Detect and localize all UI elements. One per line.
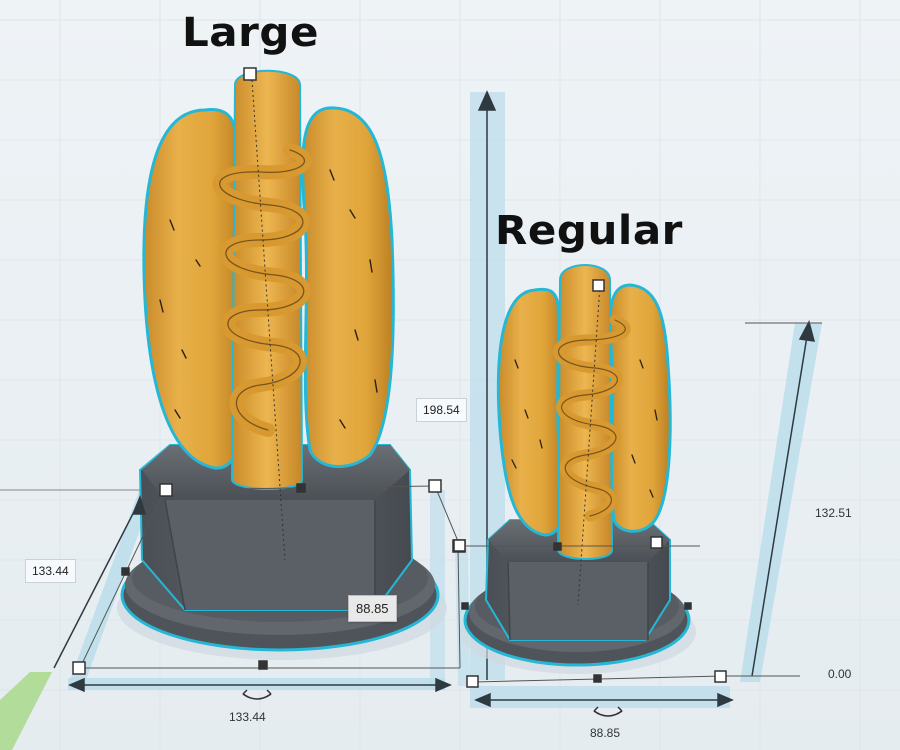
large-handle-top[interactable] [243,67,257,81]
regular-handle-corner-front-right[interactable] [714,670,727,683]
large-bun-texture [159,169,378,429]
large-depth-label[interactable]: 133.44 [25,559,76,583]
regular-handle-corner-back-right[interactable] [650,536,663,549]
large-handle-corner-front-left[interactable] [72,661,86,675]
large-bun-right [301,106,395,468]
regular-height-label[interactable]: 132.51 [815,506,852,520]
regular-dimension-lines [466,319,822,708]
large-height-label[interactable]: 198.54 [416,398,467,422]
large-handle-corner-back-left[interactable] [159,483,173,497]
regular-resize-handles[interactable] [453,279,727,688]
title-large: Large [182,10,319,56]
large-center-axis [251,79,286,561]
regular-handle-mid-left[interactable] [461,602,469,610]
large-handle-mid-left[interactable] [121,567,130,576]
regular-elevation-label[interactable]: 0.00 [828,667,852,681]
regular-handle-mid-front[interactable] [593,674,602,683]
large-handle-mid-back[interactable] [296,483,306,493]
large-handle-corner-back-right[interactable] [428,479,442,493]
title-regular: Regular [495,208,683,254]
large-hotdog-trophy[interactable] [117,69,447,660]
dimension-input-field[interactable]: 88.85 [348,595,397,622]
regular-handle-mid-right[interactable] [684,602,692,610]
workplane-edge-green [0,672,52,750]
regular-width-label[interactable]: 88.85 [590,726,621,740]
regular-handle-corner-back-left[interactable] [453,539,466,552]
regular-bun-texture [511,359,658,498]
regular-bun-right [608,283,672,533]
regular-handle-mid-back[interactable] [553,542,562,551]
regular-center-axis [577,284,601,606]
large-bun-left [142,108,244,470]
large-width-label[interactable]: 133.44 [229,710,266,724]
large-handle-mid-front[interactable] [258,660,268,670]
rotate-arc-icon[interactable] [242,689,272,700]
regular-hotdog-trophy[interactable] [460,264,696,674]
regular-handle-corner-front-left[interactable] [466,675,479,688]
rotate-arc-icon-regular[interactable] [593,706,623,717]
regular-handle-top[interactable] [592,279,605,292]
regular-bun-left [496,287,565,537]
